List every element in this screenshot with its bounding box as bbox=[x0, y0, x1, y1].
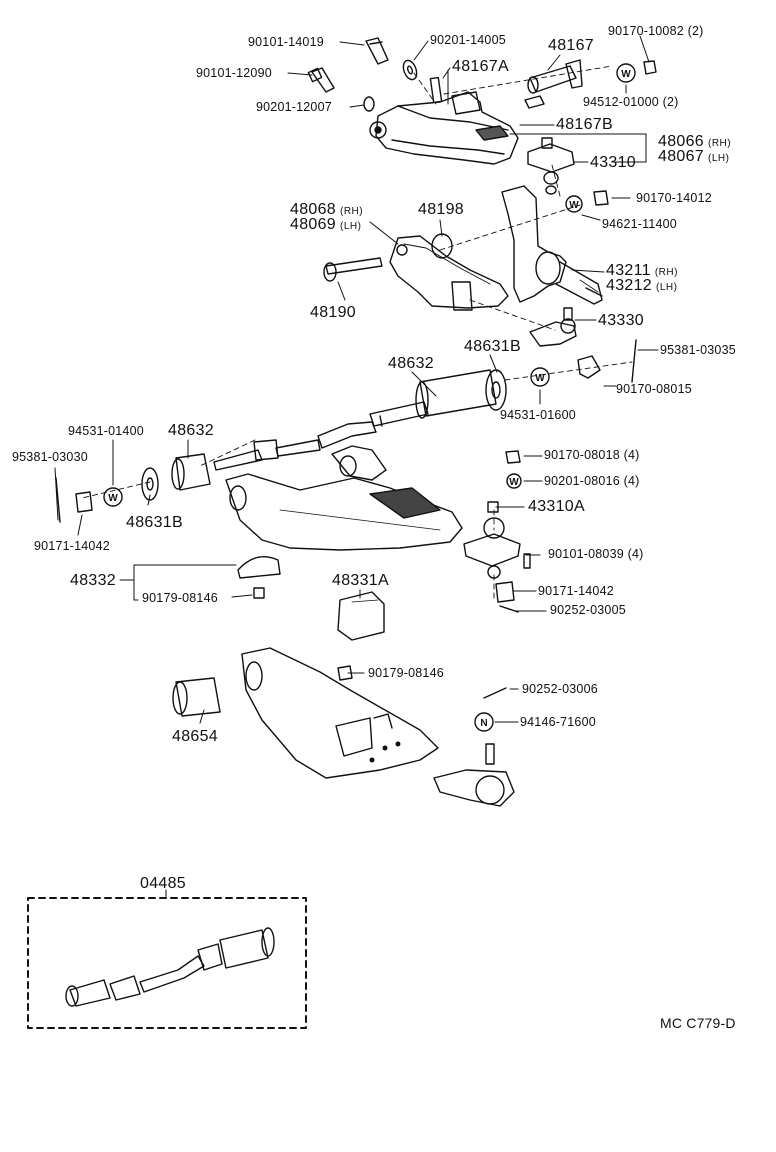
steering-knuckle-43211-43212 bbox=[501, 185, 603, 305]
washer-48631B-top bbox=[485, 369, 507, 411]
nut-90170-10082 bbox=[643, 60, 657, 75]
label-48331A: 48331A bbox=[332, 572, 389, 589]
cotter-pin-90252-03005 bbox=[499, 605, 519, 613]
nut-90179-08146 bbox=[337, 665, 353, 681]
label-94512-01000: 94512-01000 (2) bbox=[583, 95, 679, 109]
kit-04485-strut-rod bbox=[65, 927, 275, 1007]
label-94146-71600: 94146-71600 bbox=[520, 715, 596, 729]
label-90252-03005: 90252-03005 bbox=[550, 603, 626, 617]
label-90179-08146-b: 90179-08146 bbox=[368, 666, 444, 680]
label-48067: 48067(LH) bbox=[658, 148, 730, 165]
label-90201-14005: 90201-14005 bbox=[430, 33, 506, 47]
label-43310A: 43310A bbox=[528, 498, 585, 515]
label-90170-10082: 90170-10082 (2) bbox=[608, 24, 704, 38]
diagram-code: MC C779-D bbox=[660, 1015, 736, 1031]
bolt-48190 bbox=[323, 257, 383, 282]
kit-04485-frame bbox=[27, 897, 307, 1029]
washer-94512-01000 bbox=[616, 63, 636, 83]
label-48631B-top: 48631B bbox=[464, 338, 521, 355]
ball-joint-43310A bbox=[463, 501, 531, 579]
label-90252-03006: 90252-03006 bbox=[522, 682, 598, 696]
washer-94621-11400 bbox=[565, 195, 583, 213]
label-kit-04485: 04485 bbox=[140, 875, 186, 892]
bolt-90101-14019 bbox=[365, 37, 389, 65]
label-90170-08015: 90170-08015 bbox=[616, 382, 692, 396]
label-48167: 48167 bbox=[548, 37, 594, 54]
bushing-48654 bbox=[172, 677, 221, 717]
label-48631B-left: 48631B bbox=[126, 514, 183, 531]
marker-letters: W W W W W N bbox=[108, 69, 631, 729]
label-90170-14012: 90170-14012 bbox=[636, 191, 712, 205]
label-95381-03035: 95381-03035 bbox=[660, 343, 736, 357]
nut-marker-94146-71600 bbox=[474, 712, 494, 732]
label-43310: 43310 bbox=[590, 154, 636, 171]
nut-90170-08015 bbox=[577, 355, 601, 379]
label-48167A: 48167A bbox=[452, 58, 509, 75]
bushing-48632-left bbox=[171, 453, 211, 491]
label-94531-01400: 94531-01400 bbox=[68, 424, 144, 438]
label-48632-left: 48632 bbox=[168, 422, 214, 439]
label-48198: 48198 bbox=[418, 201, 464, 218]
washer-90201-14005 bbox=[402, 59, 418, 81]
bushing-48632-top bbox=[369, 369, 497, 427]
label-90101-14019: 90101-14019 bbox=[248, 35, 324, 49]
label-43330: 43330 bbox=[598, 312, 644, 329]
washer-90201-08016 bbox=[506, 473, 522, 489]
nut-marker: N bbox=[480, 718, 487, 729]
leader-lines bbox=[54, 35, 659, 899]
label-94621-11400: 94621-11400 bbox=[602, 217, 677, 231]
bracket-48331A bbox=[337, 591, 385, 641]
label-95381-03030: 95381-03030 bbox=[12, 450, 88, 464]
label-90171-14042-right: 90171-14042 bbox=[538, 584, 614, 598]
washer-marker-4: W bbox=[108, 493, 118, 504]
nut-90171-14042-right bbox=[495, 581, 515, 603]
shaft-48167 bbox=[527, 59, 583, 94]
label-48066: 48066(RH) bbox=[658, 133, 732, 150]
label-90101-08039: 90101-08039 (4) bbox=[548, 547, 644, 561]
washer-marker-1: W bbox=[621, 69, 631, 80]
nut-90171-14042-left bbox=[75, 491, 93, 513]
alignment-dashed-lines bbox=[81, 65, 633, 601]
washer-marker-2: W bbox=[569, 200, 579, 211]
nut-90170-14012 bbox=[593, 190, 609, 206]
washer-94531-01400 bbox=[103, 487, 123, 507]
label-48167B: 48167B bbox=[556, 116, 613, 133]
label-48332: 48332 bbox=[70, 572, 116, 589]
label-94531-01600: 94531-01600 bbox=[500, 408, 576, 422]
label-48632-top: 48632 bbox=[388, 355, 434, 372]
label-43212: 43212(LH) bbox=[606, 277, 678, 294]
lower-arm-body bbox=[225, 445, 463, 551]
ball-joint-43310 bbox=[527, 137, 575, 195]
cotter-pin-95381-03030 bbox=[55, 477, 61, 523]
washer-90201-12007 bbox=[363, 96, 375, 112]
bumper-48332 bbox=[237, 556, 281, 599]
washer-48631B-left bbox=[141, 467, 159, 501]
label-48654: 48654 bbox=[172, 728, 218, 745]
upper-arm-48066-48067 bbox=[369, 91, 519, 165]
label-48068: 48068(RH) bbox=[290, 201, 364, 218]
nut-90170-08018 bbox=[505, 450, 521, 464]
lower-arm-48654-assembly bbox=[241, 647, 439, 779]
lower-ball-joint-43330 bbox=[529, 307, 577, 347]
label-48190: 48190 bbox=[310, 304, 356, 321]
label-48069: 48069(LH) bbox=[290, 216, 362, 233]
cotter-pin-95381-03035 bbox=[631, 339, 637, 383]
washer-marker-3: W bbox=[535, 373, 545, 384]
cam-plate-48198 bbox=[431, 233, 453, 259]
strut-rod bbox=[213, 421, 377, 471]
label-90201-12007: 90201-12007 bbox=[256, 100, 332, 114]
label-90101-12090: 90101-12090 bbox=[196, 66, 272, 80]
label-90170-08018: 90170-08018 (4) bbox=[544, 448, 640, 462]
bushing-48167B bbox=[524, 95, 545, 109]
washer-94531-01600 bbox=[530, 367, 550, 387]
cotter-pin-90252-03006 bbox=[483, 687, 507, 699]
label-43211: 43211(RH) bbox=[606, 262, 678, 279]
lower-ball-joint-bottom bbox=[433, 743, 515, 807]
label-90179-08146-a: 90179-08146 bbox=[142, 591, 218, 605]
label-90171-14042-left: 90171-14042 bbox=[34, 539, 110, 553]
bolt-90101-12090 bbox=[307, 67, 335, 93]
washer-marker-5: W bbox=[509, 477, 519, 488]
label-90201-08016: 90201-08016 (4) bbox=[544, 474, 640, 488]
